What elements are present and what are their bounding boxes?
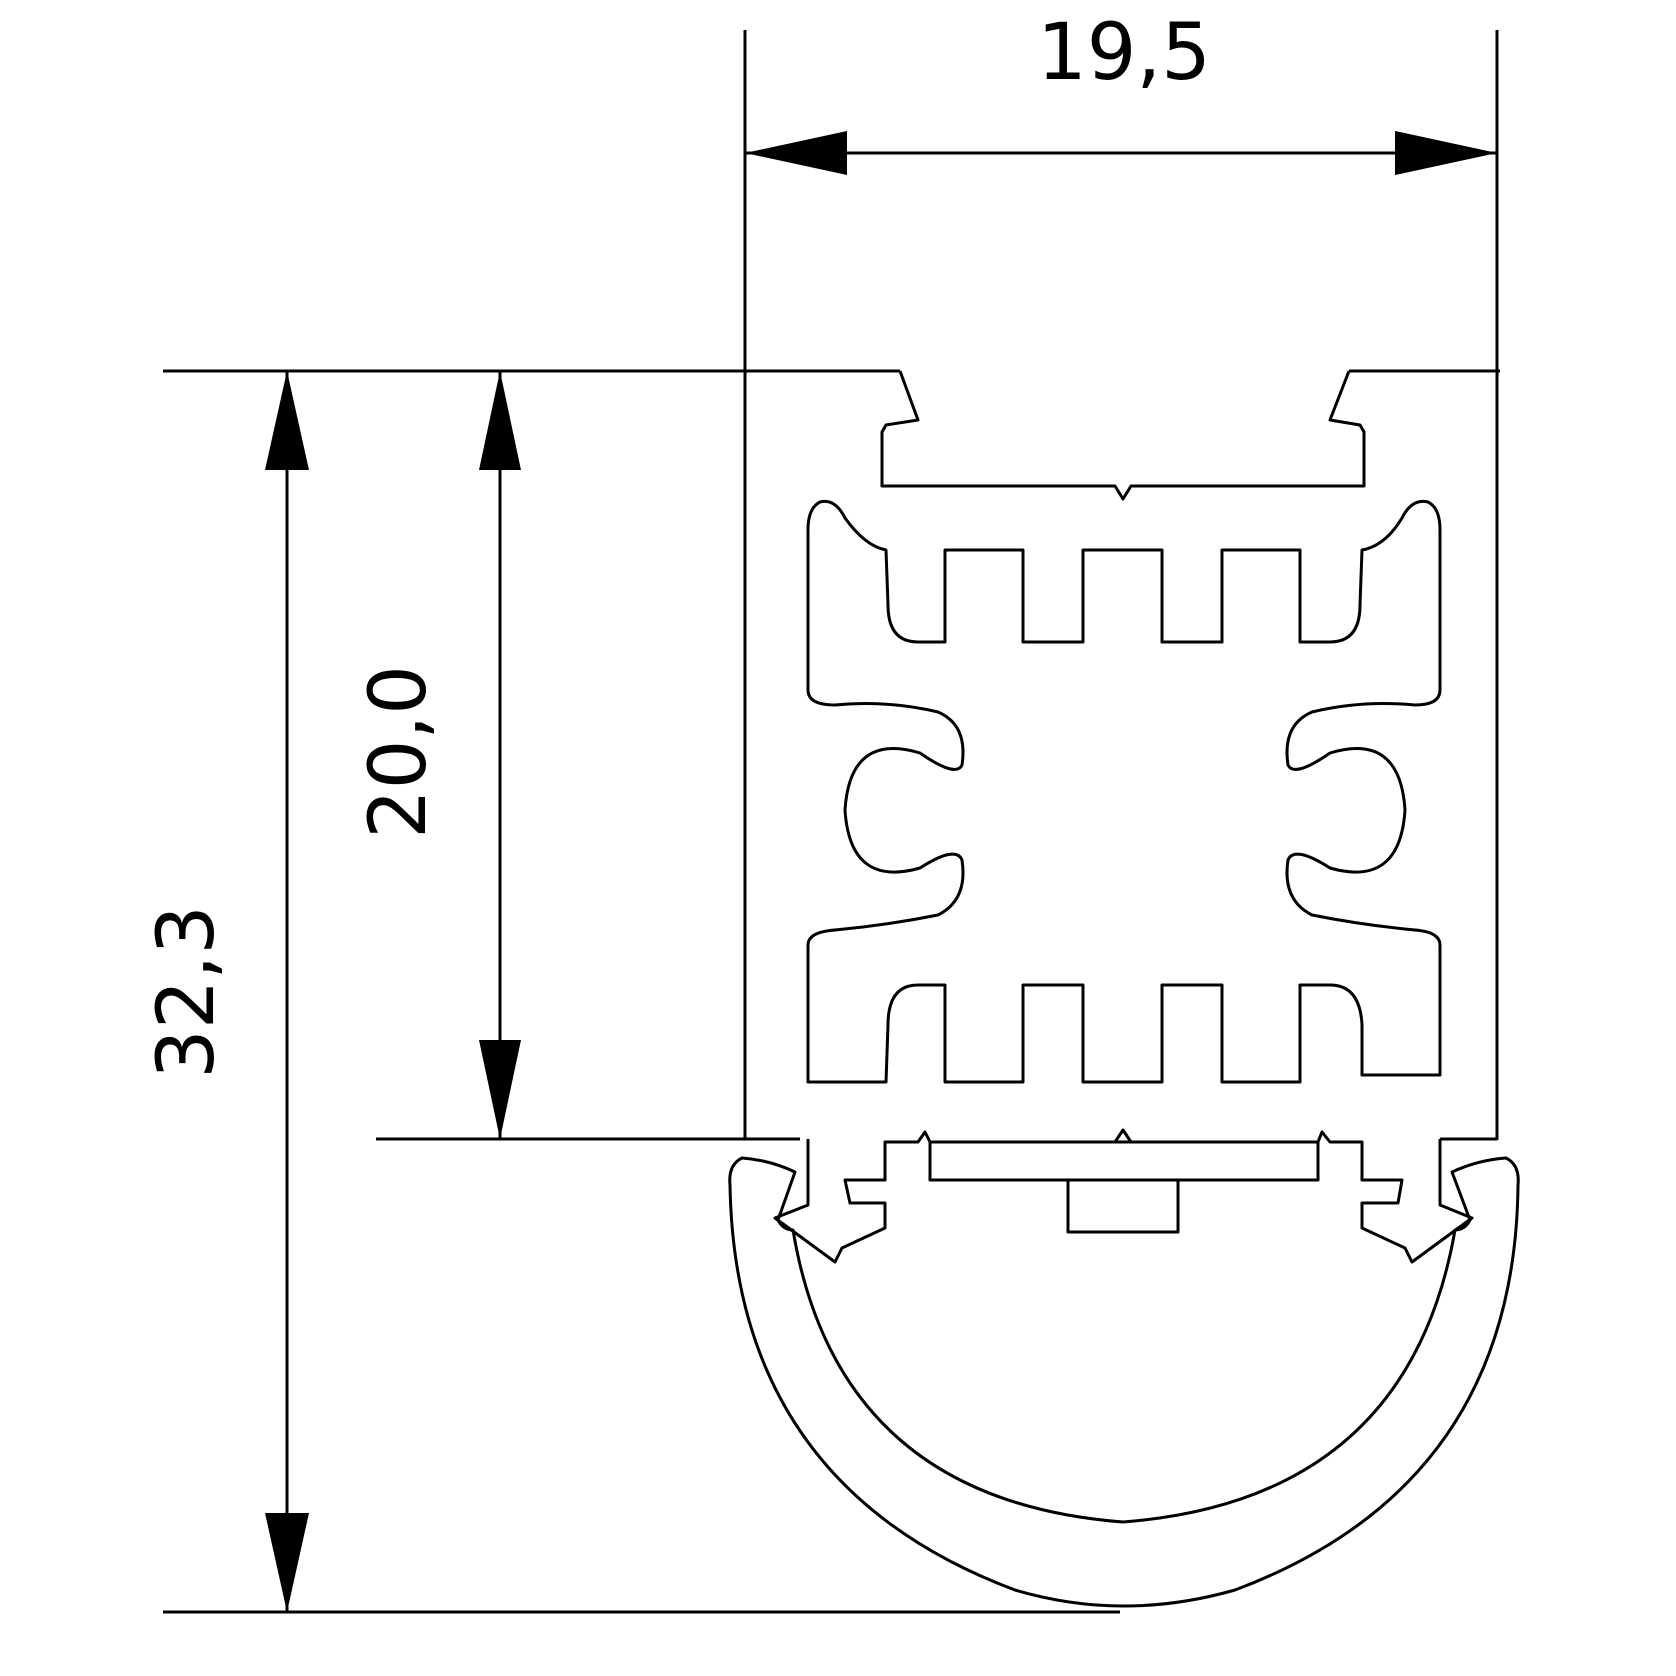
arrowhead-right [1395, 131, 1497, 175]
arrowhead-total-bottom [265, 1513, 309, 1612]
dimension-label-width: 19,5 [1037, 8, 1211, 98]
arrowhead-left [745, 131, 847, 175]
led-base-left-clip [773, 1130, 932, 1264]
led-base [773, 1128, 1474, 1264]
dimension-total-height: 32,3 [142, 371, 309, 1612]
led-strip [928, 1140, 1320, 1182]
arrowhead-total-top [265, 371, 309, 470]
top-clip-channel [880, 370, 1366, 501]
dimension-width: 19,5 [745, 8, 1497, 175]
led-chip [1066, 1178, 1180, 1234]
diffuser-cover [728, 1156, 1520, 1608]
led-center-notch [1113, 1128, 1133, 1143]
arrowhead-inner-bottom [479, 1040, 521, 1139]
led-base-right-clip [1316, 1130, 1474, 1264]
arrowhead-inner-top [479, 371, 521, 470]
dimension-label-total-height: 32,3 [142, 905, 232, 1079]
dimension-inner-height: 20,0 [354, 371, 521, 1139]
dimension-label-inner-height: 20,0 [354, 665, 444, 839]
heatsink-body [806, 499, 1442, 1084]
